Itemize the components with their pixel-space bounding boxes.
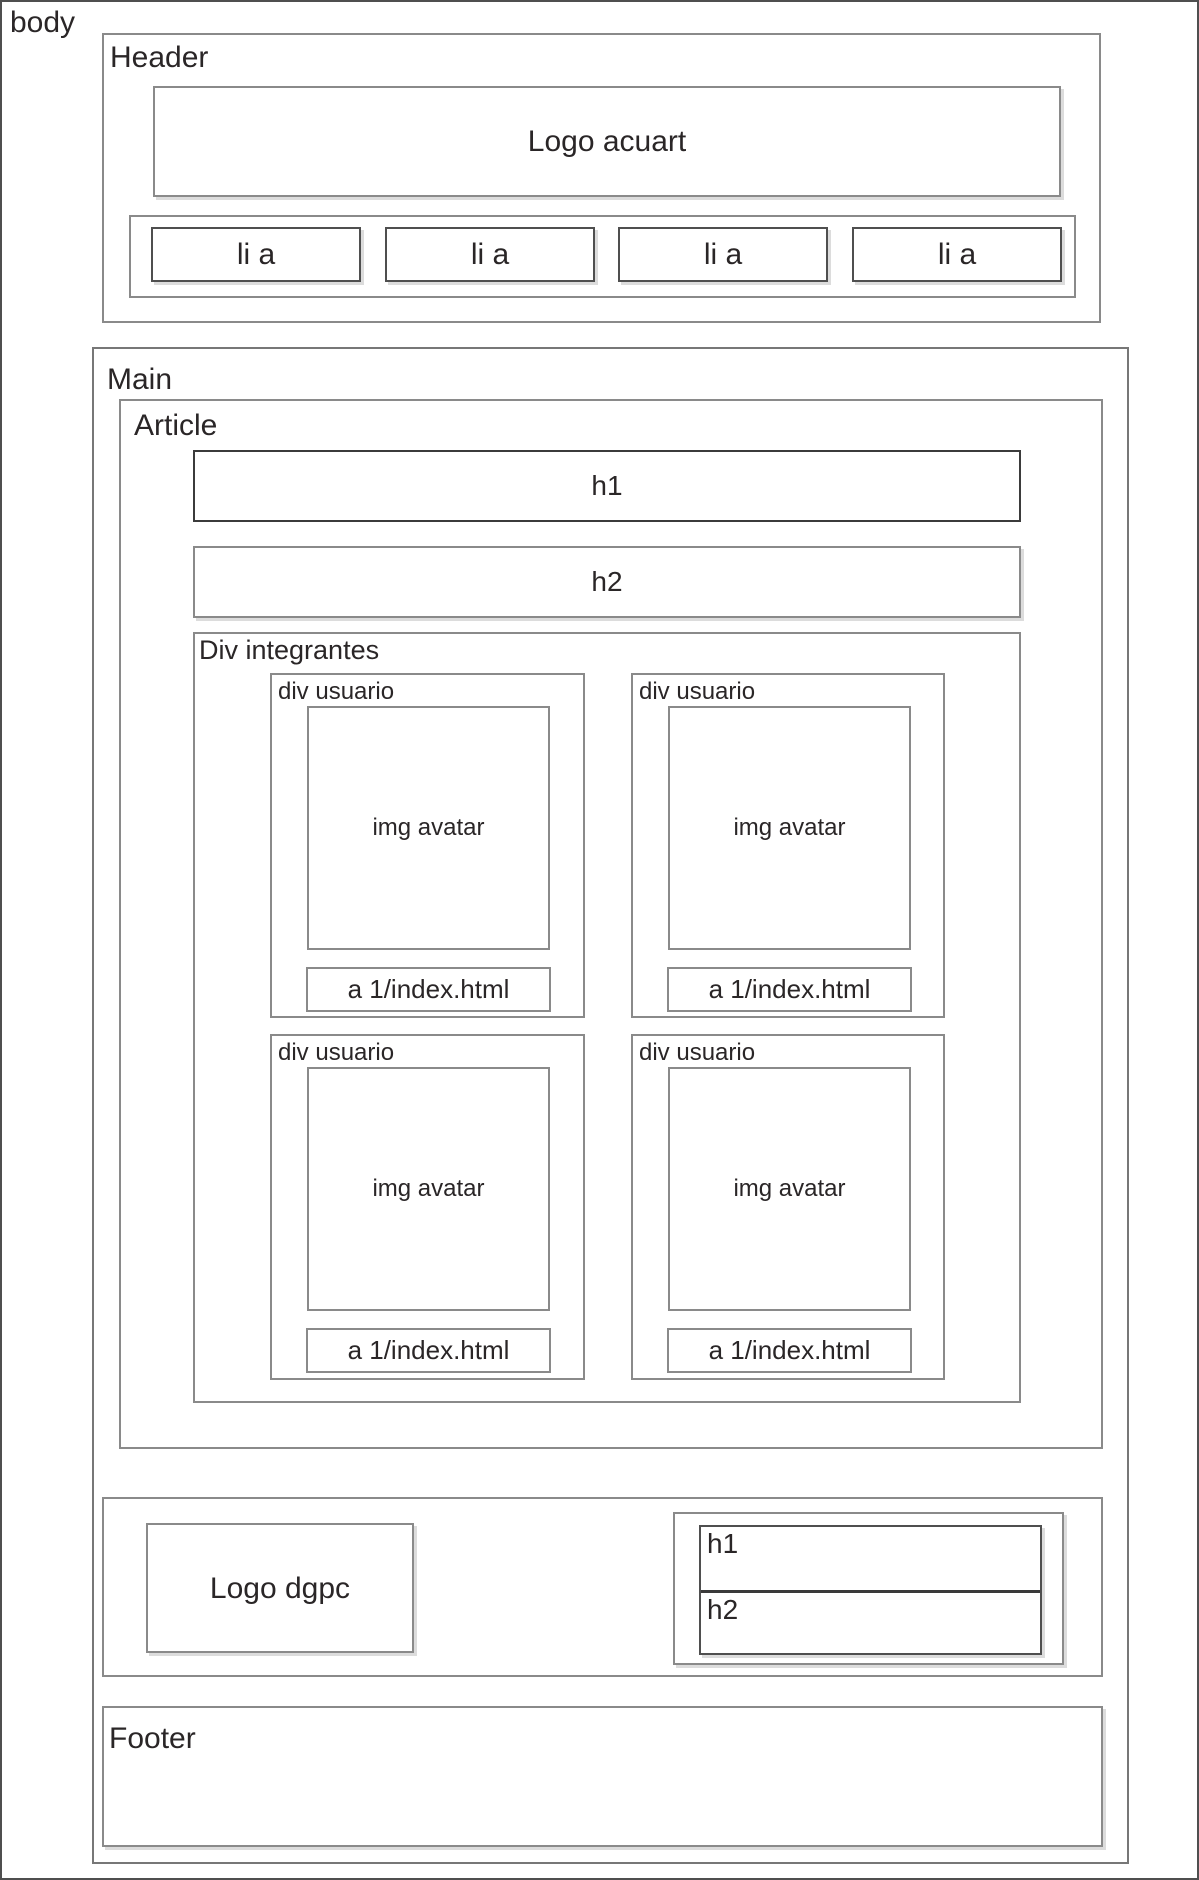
footer: Footer [102, 1706, 1103, 1847]
avatar-placeholder: img avatar [307, 706, 550, 950]
nav: li a li a li a li a [129, 215, 1076, 298]
nav-item-3[interactable]: li a [618, 227, 828, 282]
footer-label: Footer [109, 1722, 196, 1755]
index-link[interactable]: a 1/index.html [667, 967, 912, 1012]
article-h2-box: h2 [193, 546, 1021, 618]
article-h1-label: h1 [591, 469, 623, 501]
article-h2-label: h2 [591, 565, 623, 597]
header: Header Logo acuart li a li a li a li a [102, 33, 1101, 323]
heading-group-inner: h1 h2 [699, 1525, 1042, 1655]
div-integrantes: Div integrantes div usuario img avatar a… [193, 632, 1021, 1403]
article: Article h1 h2 Div integrantes div usuari… [119, 399, 1103, 1449]
logo-acuart-box: Logo acuart [153, 86, 1061, 197]
index-link[interactable]: a 1/index.html [306, 967, 551, 1012]
usuario-card-1: div usuario img avatar a 1/index.html [270, 673, 585, 1018]
heading-h2-row: h2 [701, 1593, 1040, 1653]
header-label: Header [110, 41, 209, 74]
usuario-card-2: div usuario img avatar a 1/index.html [631, 673, 945, 1018]
nav-item-1[interactable]: li a [151, 227, 361, 282]
avatar-label: img avatar [733, 1175, 846, 1203]
logo-dgpc-label: Logo dgpc [209, 1571, 351, 1605]
avatar-label: img avatar [372, 814, 485, 842]
main-label: Main [107, 363, 173, 396]
index-link-label: a 1/index.html [347, 974, 510, 1005]
index-link-label: a 1/index.html [708, 974, 871, 1005]
body-label: body [10, 6, 76, 39]
usuario-card-1-label: div usuario [278, 678, 395, 705]
index-link-label: a 1/index.html [708, 1335, 871, 1366]
nav-item-4-label: li a [937, 238, 977, 271]
article-label: Article [134, 409, 218, 442]
avatar-placeholder: img avatar [668, 706, 911, 950]
heading-h2-label: h2 [707, 1594, 739, 1625]
main: Main Article h1 h2 Div integrantes div u… [92, 347, 1129, 1864]
usuario-card-4: div usuario img avatar a 1/index.html [631, 1034, 945, 1380]
usuario-card-3-label: div usuario [278, 1039, 395, 1066]
usuario-card-2-label: div usuario [639, 678, 756, 705]
usuario-card-4-label: div usuario [639, 1039, 756, 1066]
nav-item-2[interactable]: li a [385, 227, 595, 282]
avatar-placeholder: img avatar [307, 1067, 550, 1311]
heading-h1-row: h1 [701, 1527, 1040, 1593]
heading-group: h1 h2 [673, 1512, 1064, 1665]
logo-acuart-label: Logo acuart [527, 125, 687, 158]
nav-item-3-label: li a [703, 238, 743, 271]
avatar-placeholder: img avatar [668, 1067, 911, 1311]
heading-h1-label: h1 [707, 1528, 739, 1559]
nav-item-2-label: li a [470, 238, 510, 271]
index-link[interactable]: a 1/index.html [306, 1328, 551, 1373]
bottom-band: Logo dgpc h1 h2 [102, 1497, 1103, 1677]
article-h1-box: h1 [193, 450, 1021, 522]
avatar-label: img avatar [733, 814, 846, 842]
logo-dgpc-box: Logo dgpc [146, 1523, 414, 1653]
usuario-card-3: div usuario img avatar a 1/index.html [270, 1034, 585, 1380]
div-integrantes-label: Div integrantes [199, 635, 380, 665]
nav-item-4[interactable]: li a [852, 227, 1062, 282]
avatar-label: img avatar [372, 1175, 485, 1203]
index-link[interactable]: a 1/index.html [667, 1328, 912, 1373]
nav-item-1-label: li a [236, 238, 276, 271]
index-link-label: a 1/index.html [347, 1335, 510, 1366]
